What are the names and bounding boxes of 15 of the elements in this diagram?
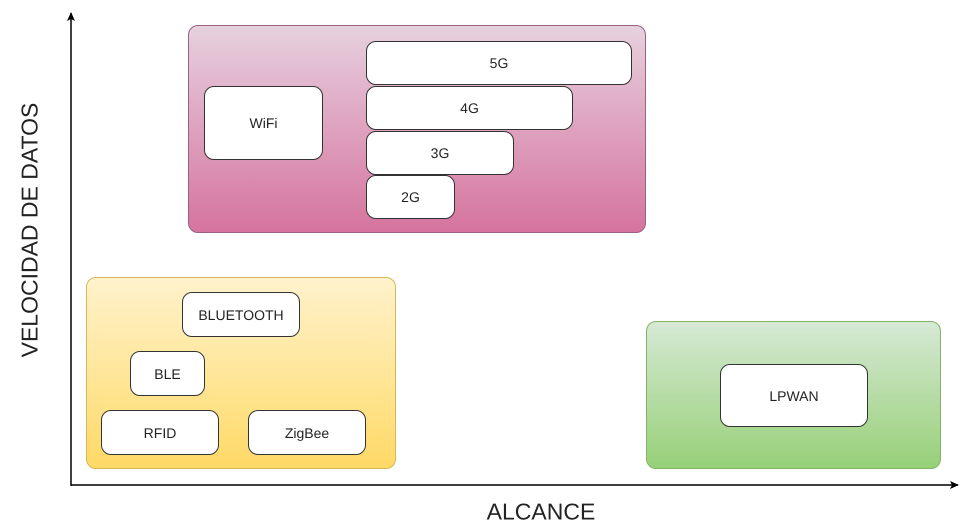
- technology-box: ZigBee: [248, 410, 366, 455]
- technology-box: 3G: [366, 131, 514, 175]
- technology-box: BLE: [130, 351, 205, 396]
- technology-box: 2G: [366, 175, 455, 219]
- axis-title: ALCANCE: [486, 498, 596, 523]
- group-panel: [646, 321, 941, 469]
- technology-box: LPWAN: [720, 364, 868, 427]
- technology-box: 4G: [366, 86, 573, 130]
- axis-title: VELOCIDAD DE DATOS: [16, 102, 44, 358]
- technology-box: RFID: [101, 410, 219, 455]
- technology-box: BLUETOOTH: [182, 292, 300, 337]
- technology-box: 5G: [366, 41, 632, 85]
- group-panel: [86, 277, 396, 469]
- group-panel: [188, 25, 646, 233]
- technology-box: WiFi: [204, 86, 323, 160]
